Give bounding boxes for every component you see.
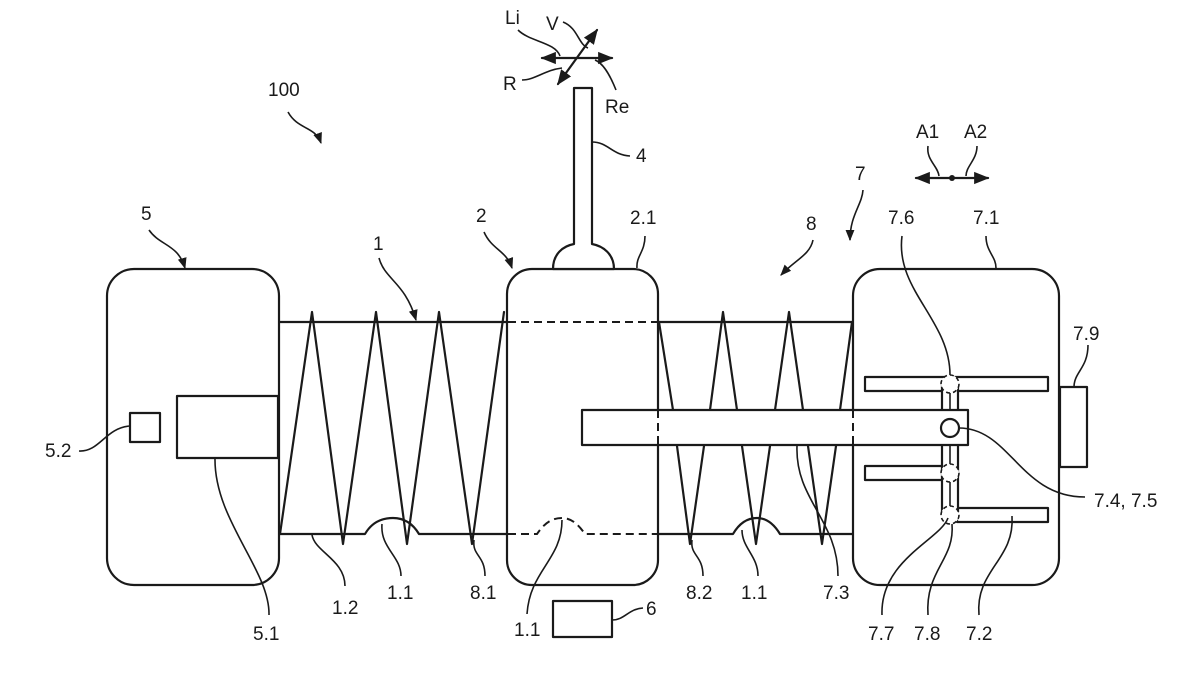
label-7-7: 7.7 <box>868 624 894 645</box>
left-unit-5 <box>105 267 281 587</box>
spring-1 <box>276 310 510 546</box>
label-7-8: 7.8 <box>914 624 940 645</box>
rod-7-3 <box>580 374 970 525</box>
label-7: 7 <box>855 164 866 185</box>
label-7-1: 7.1 <box>973 208 999 229</box>
hidden-spring-base <box>508 516 658 535</box>
leader-a2 <box>965 145 978 177</box>
label-8: 8 <box>806 214 817 235</box>
label-7-6: 7.6 <box>888 208 914 229</box>
label-1-1-center: 1.1 <box>514 620 540 641</box>
spring-zigzag-left <box>278 310 506 546</box>
label-7-4-7-5: 7.4, 7.5 <box>1094 491 1157 512</box>
bar-7-2 <box>955 506 1050 524</box>
label-v: V <box>546 14 559 35</box>
spring-base-line <box>276 516 510 536</box>
label-8-1: 8.1 <box>470 583 496 604</box>
spring-base-line-right <box>656 516 854 536</box>
label-1-1-right: 1.1 <box>741 583 767 604</box>
label-r: R <box>503 74 517 95</box>
pivot-7-4 <box>939 417 961 439</box>
leader-a1 <box>927 145 940 177</box>
label-2-1: 2.1 <box>630 208 656 229</box>
detent-7-8 <box>940 505 960 525</box>
label-7-2: 7.2 <box>966 624 992 645</box>
label-1: 1 <box>373 234 384 255</box>
label-5-1: 5.1 <box>253 624 279 645</box>
forward-backward-arrow <box>556 28 599 86</box>
lever-4 <box>551 86 616 271</box>
label-li: Li <box>505 8 520 29</box>
detent-7-7 <box>940 463 960 483</box>
leader-v <box>562 21 589 49</box>
label-1-1-left: 1.1 <box>387 583 413 604</box>
label-1-2: 1.2 <box>332 598 358 619</box>
left-sensor-5-2 <box>128 411 162 444</box>
bar-middle <box>863 464 945 482</box>
detent-7-6 <box>940 374 960 394</box>
label-5-2: 5.2 <box>45 441 71 462</box>
axis-indicator: A1 A2 <box>914 122 990 185</box>
label-6: 6 <box>646 599 657 620</box>
label-a2: A2 <box>964 122 987 143</box>
label-2: 2 <box>476 206 487 227</box>
leader-re <box>594 59 617 91</box>
label-a1: A1 <box>916 122 939 143</box>
label-8-2: 8.2 <box>686 583 712 604</box>
label-re: Re <box>605 97 629 118</box>
control-unit-6 <box>551 599 614 639</box>
left-block-5-1 <box>175 394 280 460</box>
label-7-3: 7.3 <box>823 583 849 604</box>
label-100: 100 <box>268 80 300 101</box>
reference-labels: 100 5 5.2 5.1 1 1.2 1.1 8.1 2 2.1 4 1.1 <box>45 80 1157 645</box>
direction-indicator: Li V R Re <box>503 8 629 118</box>
label-7-9: 7.9 <box>1073 324 1099 345</box>
label-4: 4 <box>636 146 647 167</box>
axis-center-dot <box>949 175 955 181</box>
label-5: 5 <box>141 204 152 225</box>
spring-8 <box>656 310 854 546</box>
leader-li <box>517 29 561 57</box>
actuator-7-9 <box>1058 385 1089 469</box>
rod <box>580 408 970 447</box>
leader-r <box>521 67 563 81</box>
